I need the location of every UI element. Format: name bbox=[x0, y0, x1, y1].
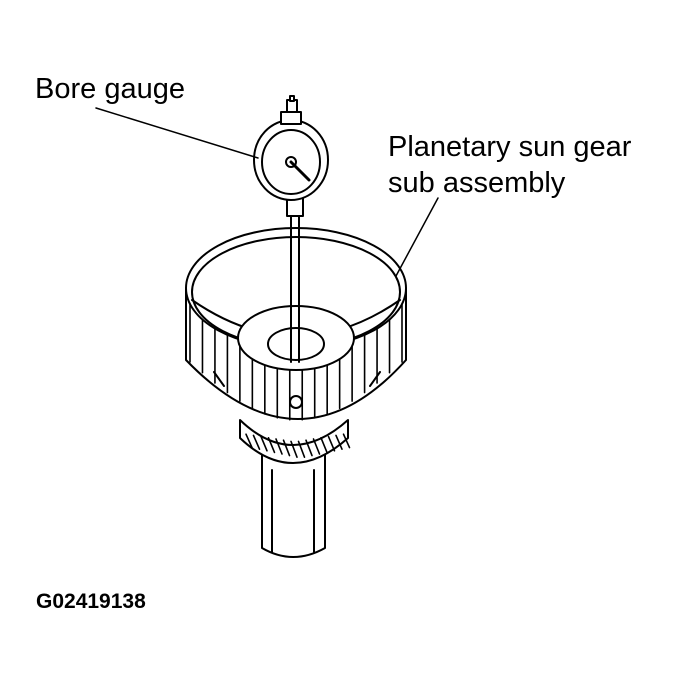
pinion-tooth bbox=[267, 436, 276, 454]
pinion-tooth bbox=[312, 438, 321, 455]
sun-gear-drum bbox=[185, 227, 407, 421]
figure-code: G02419138 bbox=[36, 590, 146, 613]
pinion-tooth bbox=[320, 436, 328, 454]
pinion-tooth bbox=[290, 440, 298, 459]
label-sun-gear-line2: sub assembly bbox=[388, 167, 566, 199]
pinion-tooth bbox=[327, 435, 336, 452]
pinion-tooth bbox=[252, 434, 261, 451]
pinion-tooth bbox=[335, 434, 343, 451]
pinion-tooth bbox=[275, 438, 283, 455]
pinion-gear bbox=[239, 419, 351, 464]
bore-gauge bbox=[253, 95, 329, 363]
leader-line-bore-gauge bbox=[95, 107, 259, 159]
leader-line-sun-gear bbox=[395, 197, 439, 277]
label-sun-gear-line1: Planetary sun gear bbox=[388, 131, 632, 163]
gear-shaft bbox=[261, 451, 326, 558]
pinion-tooth bbox=[305, 439, 313, 457]
pinion-tooth bbox=[342, 433, 351, 449]
pinion-tooth bbox=[245, 433, 253, 449]
pinion-tooth bbox=[260, 435, 268, 452]
pinion-tooth bbox=[297, 440, 306, 459]
pinion-tooth bbox=[282, 439, 291, 457]
label-bore-gauge: Bore gauge bbox=[35, 73, 185, 105]
